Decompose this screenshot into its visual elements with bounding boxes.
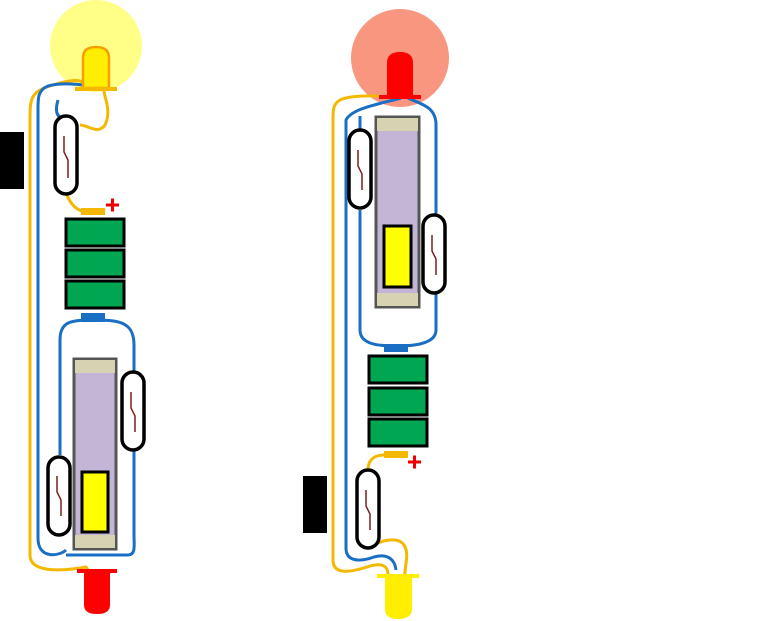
left-circuit [0, 0, 146, 614]
right-circuit [303, 9, 449, 619]
left-reed-switch-left [46, 455, 72, 537]
battery-icon [64, 248, 126, 279]
left-reed-switch-right [120, 370, 146, 452]
magnet-cap-top [75, 360, 115, 373]
right-reed-switch-bottom [355, 468, 381, 550]
left-top-led [75, 45, 117, 91]
led-base [75, 87, 117, 91]
left-battery [64, 217, 126, 310]
magnet-insert [80, 470, 110, 534]
led-base [379, 95, 421, 99]
left-positive-terminal [81, 208, 105, 215]
left-reed-switch-top [53, 114, 79, 196]
left-yellow-wire [28, 79, 90, 572]
right-battery [367, 354, 429, 448]
led-icon [387, 52, 413, 96]
magnet-cap-top [377, 118, 418, 131]
left-blue-wire [36, 82, 136, 557]
right-contact-block [303, 476, 327, 533]
battery-icon [64, 279, 126, 310]
right-negative-terminal [384, 344, 408, 352]
led-base [77, 569, 117, 573]
led-icon [385, 577, 412, 619]
magnet-cap-bottom [75, 535, 115, 548]
reed-contact [365, 490, 371, 530]
reed-contact [56, 476, 62, 516]
plus-icon [106, 198, 119, 212]
left-bottom-led [77, 569, 117, 614]
led-icon [81, 45, 111, 90]
right-top-led [379, 52, 421, 99]
right-positive-terminal [384, 451, 408, 458]
left-contact-block [0, 132, 24, 189]
battery-icon [367, 354, 429, 385]
reed-contact [63, 136, 69, 178]
battery-icon [64, 217, 126, 248]
led-icon [84, 572, 110, 614]
reed-contact [431, 235, 437, 275]
left-magnet [72, 357, 118, 551]
plus-icon [408, 455, 421, 469]
reed-contact [357, 150, 363, 190]
right-blue-wire [344, 96, 402, 571]
magnet-insert [382, 224, 413, 289]
battery-icon [367, 386, 429, 417]
right-reed-switch-right [421, 213, 447, 295]
right-reed-switch-left [347, 128, 373, 210]
left-negative-terminal [81, 313, 105, 322]
right-yellow-wire-2 [366, 453, 409, 576]
magnet-cap-bottom [377, 293, 418, 306]
right-yellow-wire [331, 94, 391, 576]
battery-icon [367, 417, 429, 448]
led-base [377, 574, 419, 578]
right-bottom-led [377, 574, 419, 619]
reed-contact [130, 392, 136, 432]
right-magnet [374, 115, 421, 309]
